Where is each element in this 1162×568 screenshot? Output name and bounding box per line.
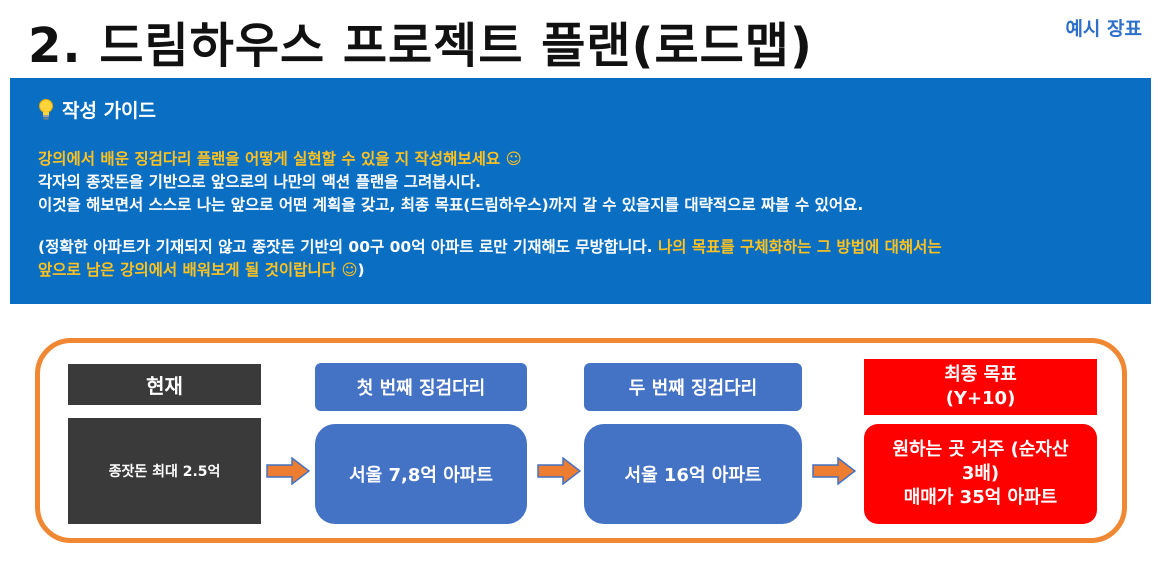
guide-body: 강의에서 배운 징검다리 플랜을 어떻게 실현할 수 있을 지 작성해보세요 ☺… (38, 148, 1138, 282)
writing-guide-panel: 작성 가이드 강의에서 배운 징검다리 플랜을 어떻게 실현할 수 있을 지 작… (10, 78, 1151, 304)
goal-header: 최종 목표 (Y+10) (864, 359, 1097, 415)
goal-body-line-3: 매매가 35억 아파트 (903, 487, 1058, 508)
goal-body-line-1: 원하는 곳 거주 (순자산 (892, 439, 1069, 460)
step1-header: 첫 번째 징검다리 (315, 363, 527, 411)
step1-body: 서울 7,8억 아파트 (315, 424, 527, 524)
arrow-right-icon (537, 457, 581, 485)
goal-header-line-2: (Y+10) (945, 388, 1016, 409)
guide-line-5-yellow: 앞으로 남은 강의에서 배워보게 될 것이랍니다 ☺ (38, 261, 358, 279)
guide-line-5: 앞으로 남은 강의에서 배워보게 될 것이랍니다 ☺) (38, 259, 1138, 282)
guide-line-4: (정확한 아파트가 기재되지 않고 종잣돈 기반의 00구 00억 아파트 로만… (38, 236, 1138, 259)
arrow-right-icon (266, 457, 310, 485)
guide-line-2: 각자의 종잣돈을 기반으로 앞으로의 나만의 액션 플랜을 그려봅시다. (38, 173, 481, 191)
page-title: 2. 드림하우스 프로젝트 플랜(로드맵) (28, 18, 813, 74)
guide-heading-text: 작성 가이드 (62, 100, 157, 122)
goal-body-line-2: 3배) (961, 463, 1000, 484)
goal-header-line-1: 최종 목표 (944, 364, 1017, 385)
step2-body: 서울 16억 아파트 (584, 424, 802, 524)
example-tag: 예시 장표 (1065, 18, 1142, 40)
current-header: 현재 (68, 364, 261, 405)
guide-line-4-white: (정확한 아파트가 기재되지 않고 종잣돈 기반의 00구 00억 아파트 로만… (38, 238, 658, 256)
guide-line-5-white: ) (357, 261, 365, 279)
current-body: 종잣돈 최대 2.5억 (68, 418, 261, 524)
roadmap-frame (35, 338, 1127, 543)
guide-heading: 작성 가이드 (38, 96, 156, 123)
lightbulb-icon (39, 98, 53, 119)
goal-body: 원하는 곳 거주 (순자산 3배) 매매가 35억 아파트 (864, 424, 1097, 524)
guide-line-1: 강의에서 배운 징검다리 플랜을 어떻게 실현할 수 있을 지 작성해보세요 ☺ (38, 150, 522, 168)
guide-line-4-yellow: 나의 목표를 구체화하는 그 방법에 대해서는 (657, 238, 942, 256)
guide-line-3: 이것을 해보면서 스스로 나는 앞으로 어떤 계획을 갖고, 최종 목표(드림하… (38, 196, 864, 214)
step2-header: 두 번째 징검다리 (584, 363, 802, 411)
arrow-right-icon (812, 457, 856, 485)
